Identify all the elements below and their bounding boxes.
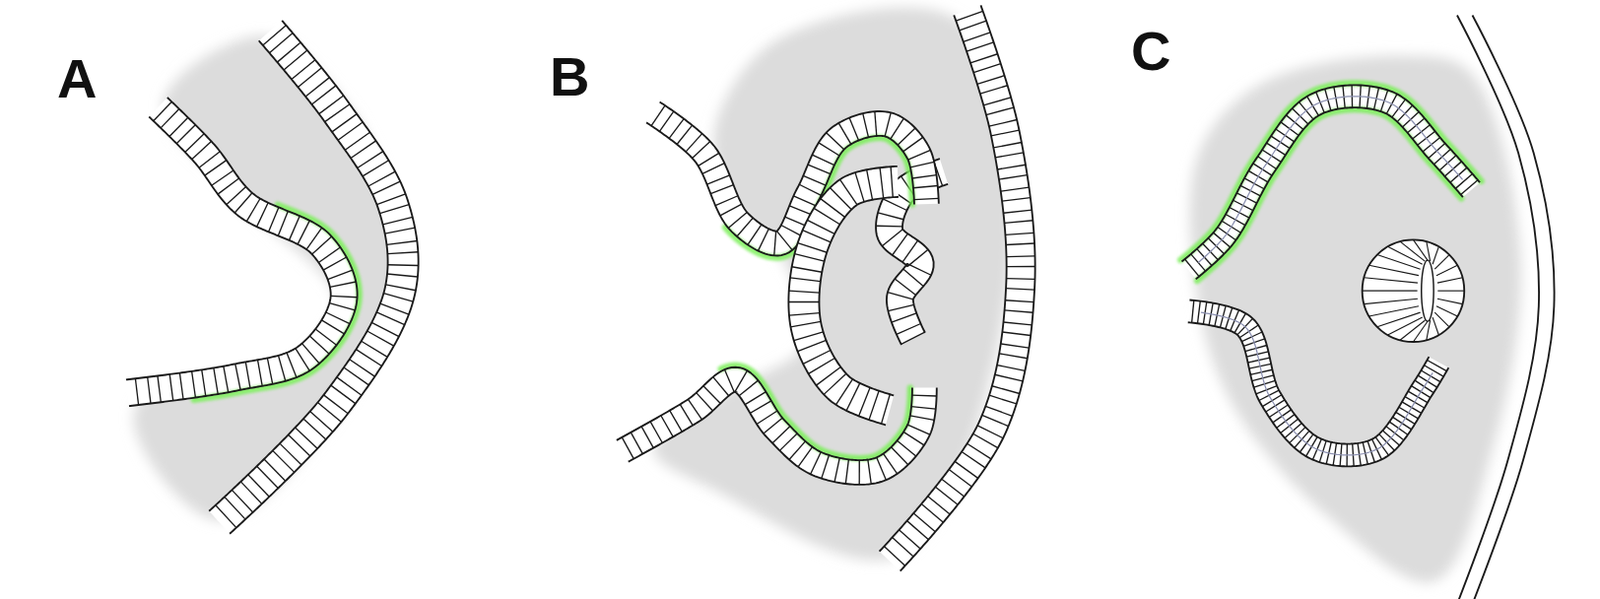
panel-letter: C (1131, 23, 1171, 79)
panel-letter: B (549, 49, 590, 105)
neural-epithelium (616, 365, 937, 485)
neural-epithelium (126, 97, 360, 406)
illustration-group (126, 4, 1555, 599)
panel-letter: A (57, 51, 97, 107)
green-marker (194, 204, 360, 400)
inner-epithelium (788, 166, 899, 426)
green-marker (1180, 82, 1482, 261)
vesicle-symbol (1362, 239, 1466, 342)
surface-layer-line (1472, 15, 1555, 599)
surface-layer-line (1457, 15, 1539, 599)
surface-ectoderm (208, 20, 418, 534)
